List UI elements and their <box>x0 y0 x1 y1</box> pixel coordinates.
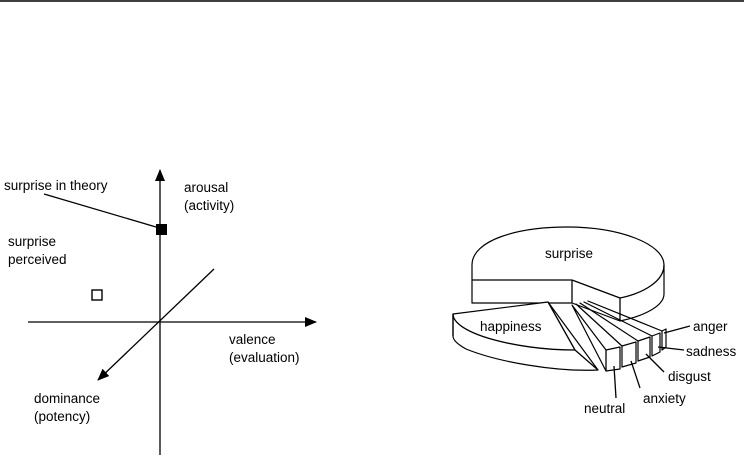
surprise-perceived-marker <box>92 290 102 300</box>
label-surprise: surprise <box>545 246 593 261</box>
marker-perceived-label-2: perceived <box>8 252 67 267</box>
leader-neutral <box>614 366 616 398</box>
valence-label-2: (evaluation) <box>229 350 300 365</box>
label-neutral: neutral <box>584 401 625 416</box>
arousal-label-2: (activity) <box>184 198 234 213</box>
marker-theory-label: surprise in theory <box>4 178 108 193</box>
leader-anxiety <box>631 361 640 388</box>
emotion-axes-diagram: surprise in theory surprise perceived ar… <box>4 170 316 455</box>
label-disgust: disgust <box>668 369 711 384</box>
valence-label-1: valence <box>229 332 276 347</box>
dominance-label-2: (potency) <box>34 409 90 424</box>
leader-anger <box>664 326 690 333</box>
pie-slice-surprise <box>472 227 664 321</box>
leader-disgust <box>646 354 664 372</box>
surprise-theory-leader <box>44 194 156 227</box>
marker-perceived-label-1: surprise <box>8 234 56 249</box>
label-sadness: sadness <box>686 344 737 359</box>
label-happiness: happiness <box>480 319 542 334</box>
surprise-theory-marker <box>156 224 167 235</box>
dominance-label-1: dominance <box>34 391 100 406</box>
arousal-label-1: arousal <box>184 180 228 195</box>
label-anger: anger <box>693 319 728 334</box>
emotion-pie-diagram: surprise happiness neutral anxiety disgu… <box>453 227 737 416</box>
dominance-axis <box>98 269 214 380</box>
label-anxiety: anxiety <box>643 391 686 406</box>
